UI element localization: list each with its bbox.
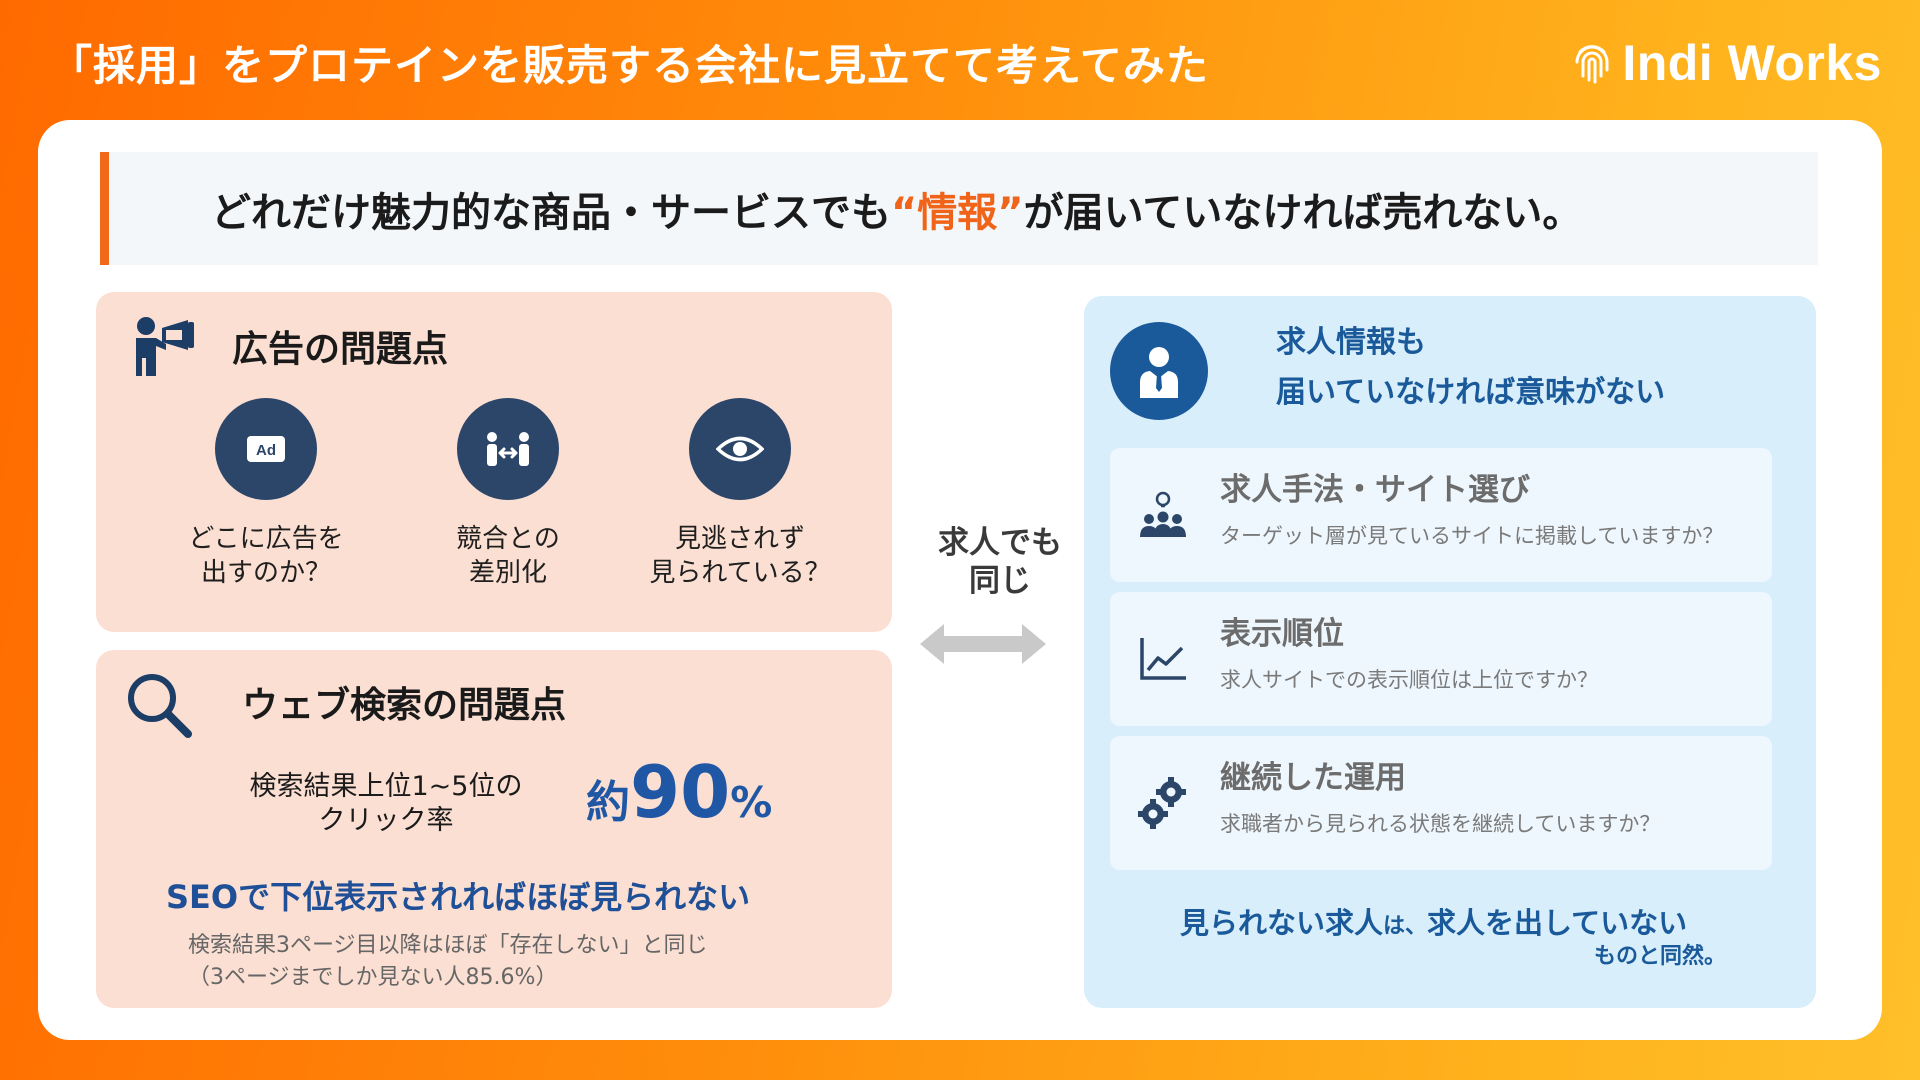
double-arrow-icon <box>920 624 1046 664</box>
gears-icon <box>1138 777 1186 829</box>
feature-desc: ターゲット層が見ているサイトに掲載していますか？ <box>1220 524 1724 548</box>
conclusion-part-b: 求人を出していない <box>1427 906 1688 940</box>
magnifier-icon <box>128 674 192 738</box>
stat-value: 90 <box>630 750 731 834</box>
ad-problem-list: Ad どこに広告を 出すのか？ 競合との 差別化 <box>166 398 866 598</box>
feature-card-ranking: 表示順位 求人サイトでの表示順位は上位ですか？ <box>1110 592 1772 726</box>
eye-icon-circle <box>689 398 791 500</box>
brand-logo: Indi Works <box>1572 34 1882 92</box>
job-section-title: 求人情報も 届いていなければ意味がない <box>1276 325 1666 410</box>
feature-title: 表示順位 <box>1220 616 1344 652</box>
web-section-title: ウェブ検索の問題点 <box>242 685 567 726</box>
conclusion-particle: は、 <box>1383 914 1428 939</box>
conclusion-part-a: 見られない求人 <box>1180 906 1384 940</box>
recruiter-icon-circle <box>1110 322 1208 420</box>
headline-text: どれだけ魅力的な商品・サービスでも <box>211 189 891 236</box>
headline-text-end: が届いていなければ売れない。 <box>1023 189 1583 236</box>
ad-item-differentiation: 競合との 差別化 <box>408 398 608 590</box>
feature-icon-wrap <box>1132 772 1194 834</box>
rising-chart-icon <box>1140 638 1186 680</box>
ad-item-placement: Ad どこに広告を 出すのか？ <box>166 398 366 590</box>
ad-item-label: どこに広告を 出すのか？ <box>188 524 344 588</box>
feature-desc: 求職者から見られる状態を継続していますか？ <box>1220 812 1661 836</box>
ad-item-visibility: 見逃されず 見られている？ <box>640 398 840 590</box>
logo-text: Indi Works <box>1622 35 1882 91</box>
ad-item-label: 競合との 差別化 <box>456 524 560 588</box>
stat-unit: % <box>730 778 773 827</box>
ad-section-title: 広告の問題点 <box>232 329 449 370</box>
compete-arrows-icon <box>487 432 529 466</box>
ad-item-label: 見逃されず 見られている？ <box>649 524 831 588</box>
conclusion-message: 見られない求人は、求人を出していない <box>1180 900 1687 942</box>
feature-icon-wrap <box>1132 628 1194 690</box>
headline-accent: “情報” <box>891 189 1024 236</box>
feature-title: 求人手法・サイト選び <box>1220 472 1530 508</box>
slide-title: 「採用」をプロテインを販売する会社に見立てて考えてみた <box>50 41 1209 90</box>
compete-icon-circle <box>457 398 559 500</box>
feature-desc: 求人サイトでの表示順位は上位ですか？ <box>1220 668 1598 692</box>
ad-problems-panel: 広告の問題点 Ad どこに広告を 出すのか？ <box>96 292 892 632</box>
ad-icon: Ad <box>247 436 285 462</box>
job-info-panel: 求人情報も 届いていなければ意味がない 求人手法・サイト選び ターゲット層が見て… <box>1084 296 1816 1008</box>
ad-icon-circle: Ad <box>215 398 317 500</box>
content-card: どれだけ魅力的な商品・サービスでも“情報”が届いていなければ売れない。 広告の問… <box>38 120 1882 1040</box>
businessperson-icon <box>1140 347 1178 398</box>
team-idea-icon <box>1140 491 1186 537</box>
ctr-label: 検索結果上位1~5位の クリック率 <box>249 771 523 836</box>
feature-title: 継続した運用 <box>1220 760 1406 796</box>
fingerprint-icon <box>1575 45 1609 84</box>
feature-card-operation: 継続した運用 求職者から見られる状態を継続していますか？ <box>1110 736 1772 870</box>
eye-icon <box>716 436 764 462</box>
seo-note: 検索結果3ページ目以降はほぼ「存在しない」と同じ （3ページまでしか見ない人85… <box>188 933 708 990</box>
stat-prefix: 約 <box>586 777 630 828</box>
megaphone-person-icon <box>136 317 194 376</box>
headline-banner: どれだけ魅力的な商品・サービスでも“情報”が届いていなければ売れない。 <box>100 152 1818 265</box>
svg-text:Ad: Ad <box>256 442 276 459</box>
feature-card-method: 求人手法・サイト選び ターゲット層が見ているサイトに掲載していますか？ <box>1110 448 1772 582</box>
seo-statement: SEOで下位表示されればほぼ見られない <box>166 878 751 916</box>
feature-icon-wrap <box>1132 484 1194 546</box>
conclusion-suffix: ものと同然。 <box>1593 944 1726 969</box>
same-for-hiring-label: 求人でも 同じ <box>938 525 1062 599</box>
